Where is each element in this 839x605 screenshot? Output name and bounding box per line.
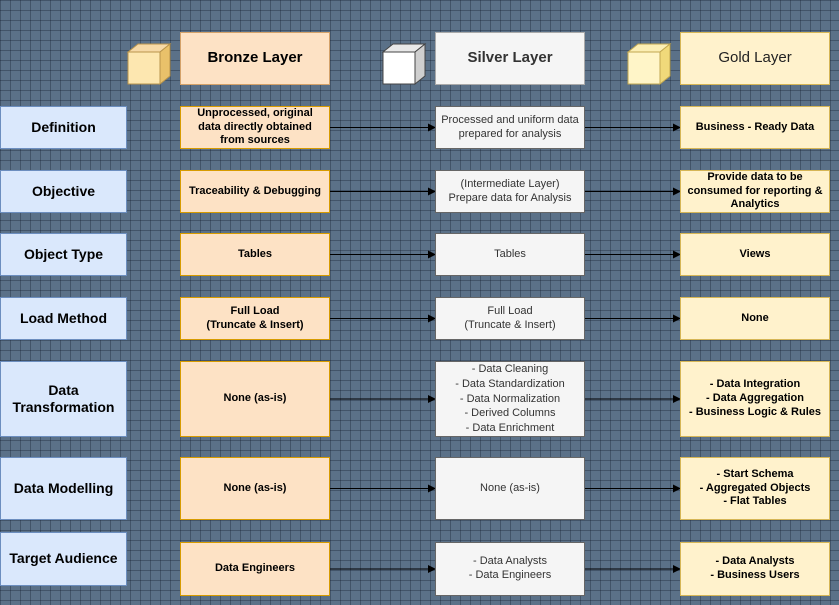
silver-objective: (Intermediate Layer) Prepare data for An… [435, 170, 585, 213]
row-label-target-audience: Target Audience [0, 532, 127, 586]
gold-load-method: None [680, 297, 830, 340]
bronze-cube-icon [126, 42, 172, 86]
bronze-data-transformation: None (as-is) [180, 361, 330, 437]
bronze-layer-header: Bronze Layer [180, 32, 330, 85]
bronze-objective: Traceability & Debugging [180, 170, 330, 213]
bronze-load-method: Full Load (Truncate & Insert) [180, 297, 330, 340]
silver-object-type: Tables [435, 233, 585, 276]
row-label-objective: Objective [0, 170, 127, 213]
bronze-definition: Unprocessed, original data directly obta… [180, 106, 330, 149]
silver-cube-icon [381, 42, 427, 86]
gold-object-type: Views [680, 233, 830, 276]
row-label-object-type: Object Type [0, 233, 127, 276]
bronze-data-modelling: None (as-is) [180, 457, 330, 520]
silver-definition: Processed and uniform data prepared for … [435, 106, 585, 149]
silver-data-transformation: - Data Cleaning - Data Standardization -… [435, 361, 585, 437]
bronze-object-type: Tables [180, 233, 330, 276]
row-label-data-transformation: Data Transformation [0, 361, 127, 437]
bronze-target-audience: Data Engineers [180, 542, 330, 596]
silver-layer-header: Silver Layer [435, 32, 585, 85]
gold-target-audience: - Data Analysts - Business Users [680, 542, 830, 596]
row-label-load-method: Load Method [0, 297, 127, 340]
gold-data-modelling: - Start Schema - Aggregated Objects - Fl… [680, 457, 830, 520]
silver-data-modelling: None (as-is) [435, 457, 585, 520]
gold-objective: Provide data to be consumed for reportin… [680, 170, 830, 213]
gold-data-transformation: - Data Integration - Data Aggregation - … [680, 361, 830, 437]
silver-load-method: Full Load (Truncate & Insert) [435, 297, 585, 340]
silver-target-audience: - Data Analysts - Data Engineers [435, 542, 585, 596]
row-label-definition: Definition [0, 106, 127, 149]
gold-definition: Business - Ready Data [680, 106, 830, 149]
gold-layer-header: Gold Layer [680, 32, 830, 85]
row-label-data-modelling: Data Modelling [0, 457, 127, 520]
gold-cube-icon [626, 42, 672, 86]
